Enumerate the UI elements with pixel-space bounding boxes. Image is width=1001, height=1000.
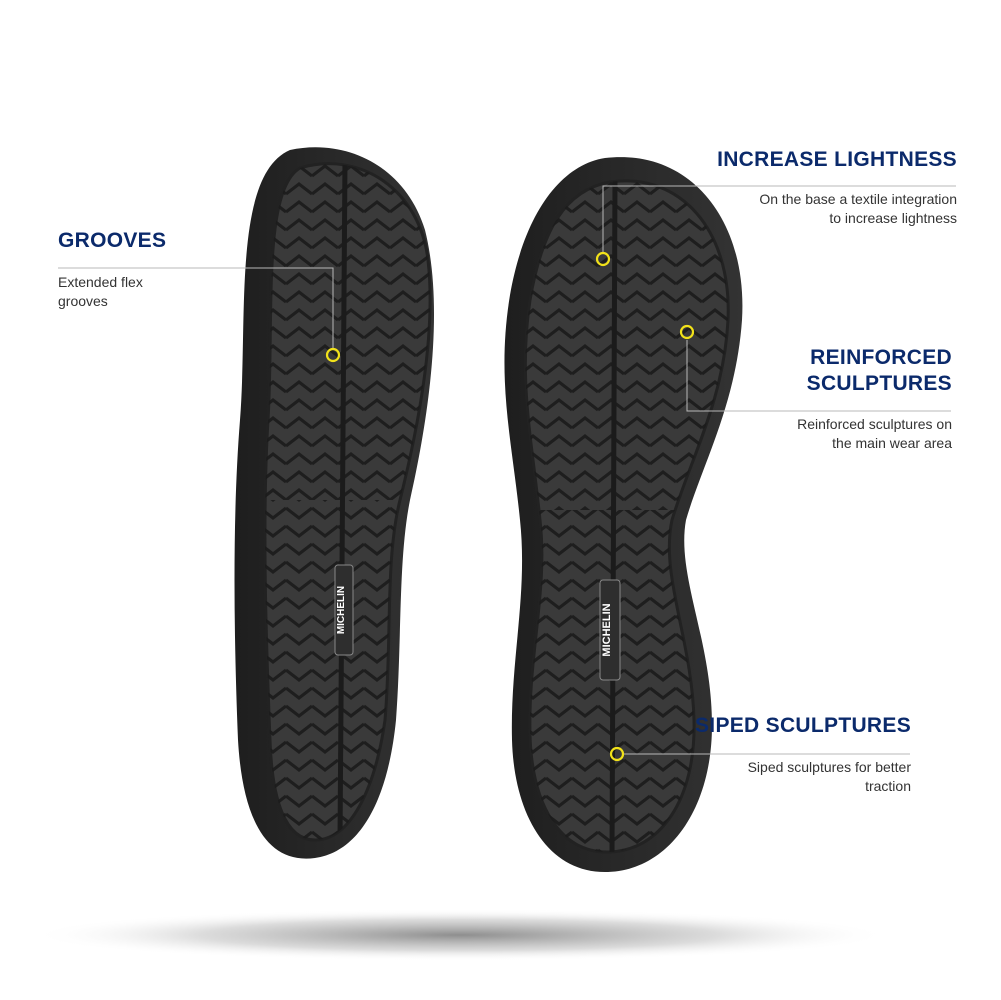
siped-marker — [609, 746, 625, 762]
reinforced-title: REINFORCED SCULPTURES — [806, 346, 952, 395]
grooves-title: GROOVES — [58, 229, 167, 252]
ground-shadow — [30, 909, 890, 961]
lightness-title: INCREASE LIGHTNESS — [717, 148, 957, 171]
lightness-callout: INCREASE LIGHTNESS On the base a textile… — [597, 147, 957, 228]
grooves-marker — [325, 347, 341, 363]
reinforced-callout: REINFORCED SCULPTURES Reinforced sculptu… — [692, 345, 952, 453]
reinforced-description: Reinforced sculptures on the main wear a… — [797, 416, 952, 451]
right-sole-logo — [599, 579, 621, 681]
lightness-leader-line — [602, 185, 956, 252]
reinforced-leader-line — [686, 340, 951, 412]
siped-callout: SIPED SCULPTURES Siped sculptures for be… — [611, 713, 911, 796]
grooves-description: Extended flex grooves — [58, 274, 143, 309]
grooves-leader-line — [58, 267, 334, 348]
siped-description: Siped sculptures for better traction — [747, 759, 911, 794]
reinforced-marker — [679, 324, 695, 340]
siped-title: SIPED SCULPTURES — [695, 714, 911, 737]
leader-lines — [58, 185, 956, 755]
left-sole-logo — [334, 564, 354, 656]
lightness-description: On the base a textile integration to inc… — [759, 191, 957, 226]
left-logo-text: MICHELIN — [336, 586, 347, 634]
lightness-marker — [595, 251, 611, 267]
right-logo-text: MICHELIN — [601, 603, 613, 656]
right-sole: MICHELIN — [504, 157, 743, 873]
grooves-callout: GROOVES Extended flex grooves — [58, 228, 318, 311]
markers — [325, 251, 695, 762]
